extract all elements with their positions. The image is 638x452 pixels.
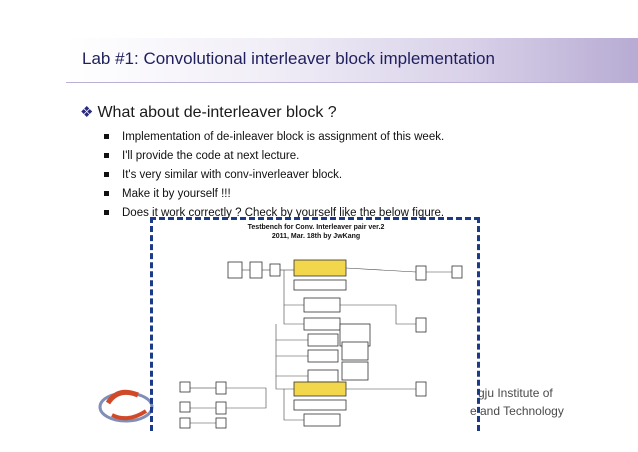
error-rate-calc-block <box>307 333 339 347</box>
interleaver-block-yellow <box>293 259 347 277</box>
display2-block <box>341 341 369 361</box>
scope-left-3-block <box>179 417 191 429</box>
display3-block <box>341 361 369 381</box>
bullet-item: Make it by yourself !!! <box>102 186 444 205</box>
institute-name-line1: gju Institute of <box>478 386 553 400</box>
conv-deinterleaver-block <box>303 413 341 427</box>
error-rate-calc3-block <box>307 369 339 383</box>
scope-top-right-block <box>451 265 463 279</box>
university-logo-icon <box>98 389 154 423</box>
deinterleaver-block-yellow <box>293 381 347 397</box>
buffer-block <box>249 261 263 279</box>
unbuffer-bottom-right-block <box>415 381 427 397</box>
deinterleaver-label-block <box>293 399 347 411</box>
simulink-testbench-diagram <box>179 259 463 429</box>
figure-title-line1: Testbench for Conv. Interleaver pair ver… <box>247 224 385 231</box>
unbuffer-left-1-block <box>215 381 227 395</box>
unbuffer-block <box>269 263 281 277</box>
slide-title: Lab #1: Convolutional interleaver block … <box>82 49 495 68</box>
bullet-item: Implementation of de-inleaver block is a… <box>102 129 444 148</box>
main-point-text: What about de-interleaver block ? <box>97 104 337 121</box>
figure-dashed-frame <box>150 217 480 431</box>
conv-interleaver-block <box>303 297 341 313</box>
error-rate-calc2-block <box>307 349 339 363</box>
bullet-item: It's very similar with conv-inverleaver … <box>102 167 444 186</box>
institute-name-line2: e and Technology <box>470 404 564 418</box>
interleaver-label-block <box>293 279 347 291</box>
bullet-item: I'll provide the code at next lecture. <box>102 148 444 167</box>
scope-left-2-block <box>179 401 191 413</box>
unbuffer-left-2-block <box>215 401 227 415</box>
unbuffer-top-right-block <box>415 265 427 281</box>
bullet-item: Does it work correctly ? Check by yourse… <box>102 205 444 224</box>
unbuffer-mid-right-block <box>415 317 427 333</box>
diamond-bullet-icon: ❖ <box>80 104 94 121</box>
main-point: ❖What about de-interleaver block ? <box>80 103 337 122</box>
conv-interleaver2-block <box>303 317 341 331</box>
random-source-block <box>227 261 243 279</box>
bullet-list: Implementation of de-inleaver block is a… <box>102 129 444 224</box>
title-banner <box>66 38 638 83</box>
figure-title-line2: 2011, Mar. 18th by JwKang <box>271 233 361 240</box>
unbuffer-left-3-block <box>215 417 227 429</box>
scope-left-1-block <box>179 381 191 393</box>
